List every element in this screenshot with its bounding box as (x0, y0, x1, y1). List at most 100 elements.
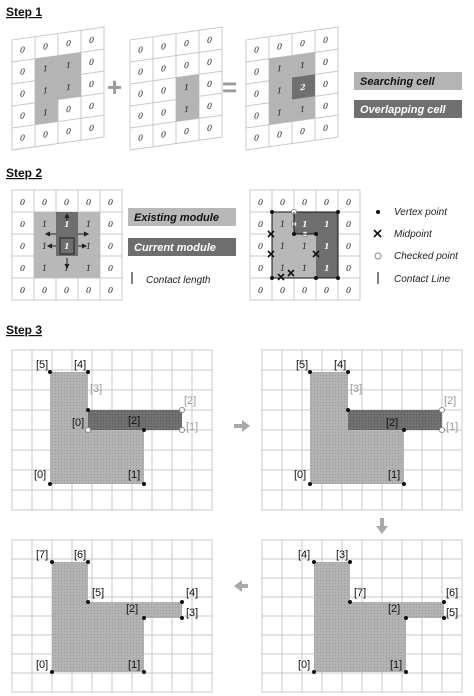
svg-text:1: 1 (86, 264, 91, 273)
vertex-label: [6] (446, 587, 458, 599)
vertex-label: [7] (36, 549, 48, 561)
step3-panel-d: [7] [6] [5] [4] [2] [3] [0] [1] (11, 539, 213, 693)
svg-text:0: 0 (108, 242, 113, 251)
svg-text:0: 0 (20, 45, 25, 55)
svg-text:0: 0 (346, 198, 351, 207)
svg-text:0: 0 (258, 242, 263, 251)
vertex-label: [2] (386, 417, 398, 429)
vertex-label: [1] (128, 659, 140, 671)
svg-text:0: 0 (346, 286, 351, 295)
svg-text:0: 0 (324, 286, 329, 295)
svg-text:1: 1 (43, 64, 48, 74)
svg-text:1: 1 (184, 105, 189, 115)
svg-text:0: 0 (207, 79, 212, 89)
step3-panel-b: [5] [4] [3] [2] [2] [1] [0] [1] (261, 349, 463, 511)
svg-text:0: 0 (64, 198, 69, 207)
svg-text:0: 0 (300, 127, 305, 137)
vertex-label: [7] (354, 587, 366, 599)
step2-title: Step 2 (6, 166, 42, 180)
arrow-down-icon (376, 518, 388, 534)
svg-text:0: 0 (277, 42, 282, 52)
arrow-right-icon (234, 420, 250, 432)
vertex-label: [3] (90, 383, 102, 395)
svg-text:1: 1 (42, 220, 47, 229)
vertex-label: [4] (298, 549, 310, 561)
vertex-label: [4] (334, 359, 346, 371)
svg-text:0: 0 (302, 286, 307, 295)
svg-text:1: 1 (280, 264, 285, 273)
svg-text:0: 0 (20, 286, 25, 295)
vertex-label: [2] (184, 395, 196, 407)
svg-text:0: 0 (346, 220, 351, 229)
svg-text:1: 1 (64, 264, 69, 273)
step3-title: Step 3 (6, 323, 42, 337)
svg-text:1: 1 (302, 242, 307, 251)
svg-text:0: 0 (43, 42, 48, 52)
svg-text:0: 0 (161, 86, 166, 96)
vertex-label: [0] (72, 417, 84, 429)
svg-text:0: 0 (20, 220, 25, 229)
svg-text:1: 1 (277, 86, 282, 96)
svg-text:0: 0 (161, 130, 166, 140)
svg-text:0: 0 (258, 198, 263, 207)
svg-text:0: 0 (42, 286, 47, 295)
svg-text:0: 0 (258, 264, 263, 273)
legend-existing-label: Existing module (134, 212, 219, 224)
svg-text:0: 0 (280, 198, 285, 207)
svg-text:0: 0 (20, 133, 25, 143)
svg-text:0: 0 (346, 264, 351, 273)
vertex-label: [2] (128, 415, 140, 427)
svg-text:0: 0 (324, 198, 329, 207)
svg-text:0: 0 (20, 242, 25, 251)
svg-text:0: 0 (254, 45, 259, 55)
legend-contact-length-label: Contact length (146, 275, 211, 286)
vertex-label: [4] (74, 359, 86, 371)
svg-text:0: 0 (138, 133, 143, 143)
vertex-label: [2] (388, 603, 400, 615)
vertex-label: [1] (186, 421, 198, 433)
svg-text:0: 0 (20, 264, 25, 273)
legend-existing-swatch (128, 208, 236, 226)
svg-text:1: 1 (324, 263, 330, 273)
svg-text:0: 0 (66, 105, 71, 115)
svg-text:0: 0 (66, 39, 71, 49)
svg-text:0: 0 (184, 39, 189, 49)
svg-text:0: 0 (161, 64, 166, 74)
svg-text:0: 0 (254, 89, 259, 99)
svg-text:0: 0 (323, 35, 328, 45)
svg-text:1: 1 (302, 219, 308, 229)
vertex-label: [2] (126, 603, 138, 615)
svg-text:0: 0 (184, 61, 189, 71)
vertex-label: [5] (92, 587, 104, 599)
svg-text:0: 0 (302, 198, 307, 207)
legend-vertex-label: Vertex point (394, 207, 448, 218)
equals-sign: = (222, 72, 237, 102)
vertex-label: [1] (388, 469, 400, 481)
step3-panel-c: [4] [3] [7] [6] [2] [5] [0] [1] (261, 539, 463, 693)
vertex-label: [1] (390, 659, 402, 671)
step3-panel-a: [5] [4] [3] [0] [2] [2] [1] [0] [1] (11, 349, 213, 511)
vertex-label: [0] (34, 469, 46, 481)
svg-text:0: 0 (138, 111, 143, 121)
svg-text:0: 0 (323, 79, 328, 89)
arrow-left-icon (234, 580, 248, 592)
svg-text:0: 0 (323, 101, 328, 111)
svg-text:0: 0 (161, 108, 166, 118)
svg-text:0: 0 (258, 220, 263, 229)
vertex-label: [5] (296, 359, 308, 371)
legend-current-label: Current module (134, 242, 216, 254)
svg-text:0: 0 (254, 111, 259, 121)
legend-midpoint-label: Midpoint (394, 229, 433, 240)
svg-text:0: 0 (300, 39, 305, 49)
svg-text:1: 1 (184, 83, 189, 93)
vertex-point-icon (376, 210, 380, 214)
legend-checked-label: Checked point (394, 251, 459, 262)
vertex-label: [4] (186, 587, 198, 599)
svg-text:1: 1 (66, 83, 71, 93)
